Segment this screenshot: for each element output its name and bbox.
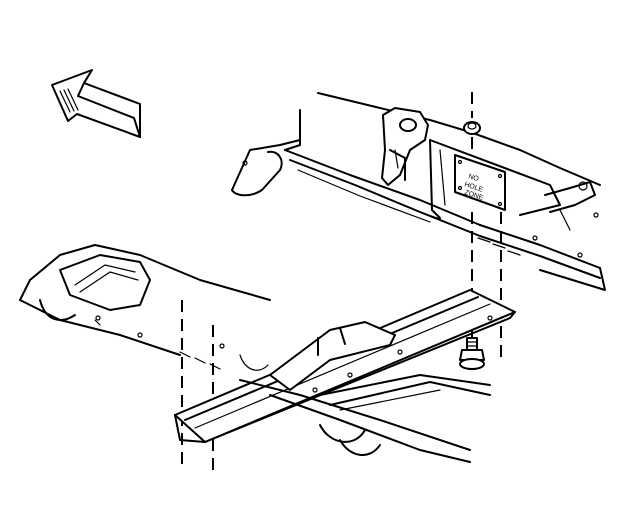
alignment-lines	[181, 92, 502, 475]
no-hole-zone-plate: NO HOLE ZONE	[454, 154, 506, 211]
nut-icon	[463, 121, 481, 135]
bolt-icon	[459, 337, 485, 370]
upper-body-structure	[231, 92, 606, 291]
arrow-up-left-icon	[51, 69, 141, 138]
lower-frame-assembly	[19, 244, 516, 463]
plate-text-line1: NO	[467, 173, 480, 183]
